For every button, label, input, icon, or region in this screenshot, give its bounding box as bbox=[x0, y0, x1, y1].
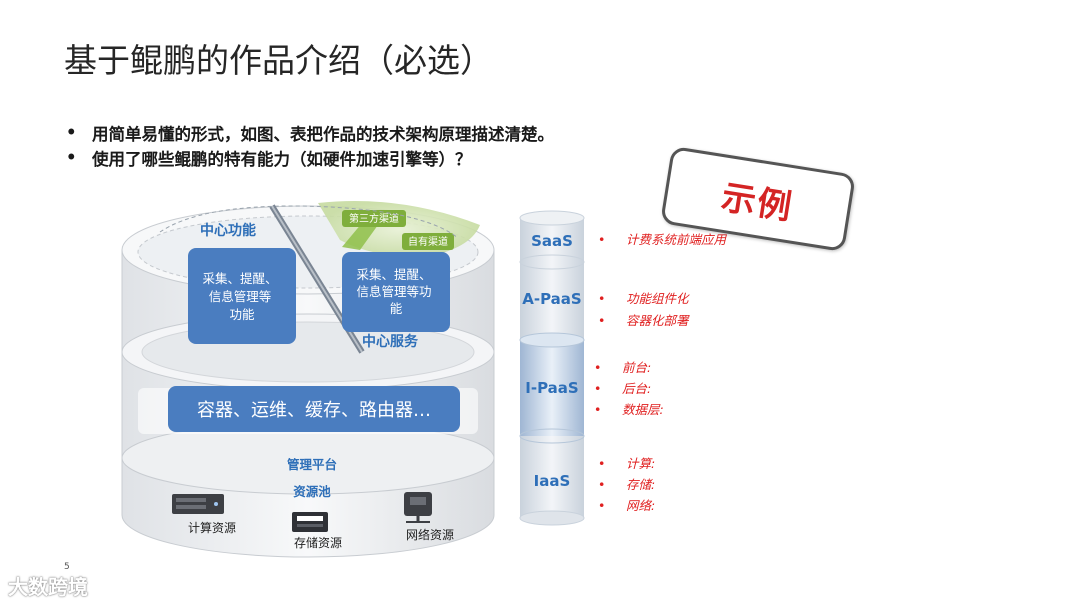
network-label: 网络资源 bbox=[406, 527, 454, 542]
layer-item: 计费系统前端应用 bbox=[626, 232, 728, 247]
layer-item: 数据层: bbox=[622, 402, 664, 417]
compute-label: 计算资源 bbox=[188, 520, 236, 535]
layer-item: 计算: bbox=[626, 456, 655, 471]
center-function-label: 中心功能 bbox=[200, 222, 256, 239]
layer-item: 存储: bbox=[626, 477, 655, 492]
layer-item: 网络: bbox=[626, 498, 655, 513]
middle-box-text: 容器、运维、缓存、路由器… bbox=[197, 400, 431, 421]
layer-ipaas: I-PaaS bbox=[525, 379, 578, 397]
own-channel-label: 自有渠道 bbox=[408, 235, 448, 248]
watermark: 大数跨境 bbox=[8, 571, 88, 600]
server-icon bbox=[172, 494, 224, 514]
svg-text:•: • bbox=[598, 232, 605, 247]
svg-text:•: • bbox=[598, 456, 605, 471]
center-service-label: 中心服务 bbox=[362, 333, 419, 350]
middle-band: 容器、运维、缓存、路由器… bbox=[138, 386, 478, 434]
storage-label: 存储资源 bbox=[294, 535, 342, 550]
layer-apaas: A-PaaS bbox=[522, 290, 581, 308]
third-party-channel-label: 第三方渠道 bbox=[349, 212, 399, 225]
mgmt-platform-label: 管理平台 bbox=[287, 457, 337, 472]
layer-item: 前台: bbox=[622, 360, 651, 375]
iaas-items: • 计算: • 存储: • 网络: bbox=[598, 456, 655, 513]
layer-item: 功能组件化 bbox=[626, 291, 690, 306]
svg-text:•: • bbox=[598, 313, 605, 328]
storage-icon bbox=[292, 512, 328, 532]
svg-text:•: • bbox=[598, 477, 605, 492]
svg-text:•: • bbox=[594, 381, 601, 396]
example-stamp-text: 示例 bbox=[719, 169, 798, 229]
layer-iaas: IaaS bbox=[534, 472, 571, 490]
svg-text:•: • bbox=[598, 498, 605, 513]
svg-text:•: • bbox=[594, 360, 601, 375]
svg-text:•: • bbox=[598, 291, 605, 306]
resource-pool-label: 资源池 bbox=[293, 484, 331, 499]
layer-item: 容器化部署 bbox=[626, 313, 690, 328]
layer-saas: SaaS bbox=[531, 232, 573, 250]
apaas-items: • 功能组件化 • 容器化部署 bbox=[598, 291, 690, 328]
ipaas-items: • 前台: • 后台: • 数据层: bbox=[594, 360, 664, 417]
layer-item: 后台: bbox=[622, 381, 651, 396]
saas-items: • 计费系统前端应用 bbox=[598, 232, 728, 247]
svg-text:•: • bbox=[594, 402, 601, 417]
